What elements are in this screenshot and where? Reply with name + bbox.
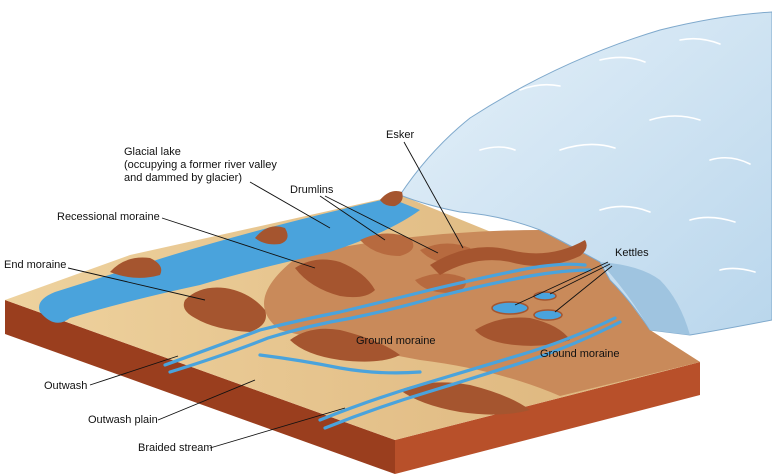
ice-front-shadow — [600, 262, 690, 335]
leader-lines — [67, 141, 613, 449]
ground-moraine-zone — [264, 230, 700, 396]
label-esker: Esker — [386, 129, 414, 141]
leader-esker — [403, 141, 464, 249]
lakeside-moraine-mid — [255, 226, 288, 245]
drumlin-1 — [360, 233, 414, 256]
moraine-ridge-right — [475, 317, 570, 346]
end-moraine-ridge — [183, 287, 266, 332]
glacier-ice — [399, 11, 772, 336]
label-braided-stream: Braided stream — [138, 442, 213, 454]
block-right-face — [395, 362, 700, 474]
label-ground-moraine-right: Ground moraine — [540, 348, 620, 360]
leader-outwash — [89, 355, 179, 386]
ice-crevasses — [479, 37, 756, 273]
braided-streams — [163, 262, 622, 430]
label-outwash-plain: Outwash plain — [88, 414, 158, 426]
leader-kettles-1 — [514, 261, 609, 306]
leader-recessional-moraine — [161, 217, 316, 269]
glacial-lake — [39, 198, 420, 323]
leader-glacial-lake — [249, 181, 331, 229]
label-outwash: Outwash — [44, 380, 87, 392]
leader-end-moraine — [67, 267, 206, 301]
label-ground-moraine-center: Ground moraine — [356, 335, 436, 347]
leader-kettles-2 — [549, 263, 611, 295]
label-kettles: Kettles — [615, 247, 649, 259]
leader-braided-stream — [209, 407, 346, 449]
lakeside-moraine-tip — [380, 191, 403, 207]
label-glacial-lake-line1: Glacial lake — [124, 146, 181, 158]
kettle-1 — [491, 301, 529, 315]
label-recessional-moraine: Recessional moraine — [57, 211, 160, 223]
esker-ridge — [430, 240, 587, 275]
leader-outwash-plain — [157, 379, 256, 421]
block-front-face — [5, 300, 395, 474]
leader-drumlins-2 — [324, 195, 439, 254]
label-glacial-lake-line3: and dammed by glacier) — [124, 172, 242, 184]
moraine-ridge-center — [290, 328, 400, 362]
leader-kettles-3 — [554, 265, 613, 313]
kettle-3 — [533, 309, 563, 321]
lakeside-moraine-left — [110, 257, 162, 278]
kettle-2 — [533, 291, 557, 301]
label-glacial-lake-line2: (occupying a former river valley — [124, 159, 277, 171]
drumlin-3 — [415, 273, 466, 293]
label-end-moraine: End moraine — [4, 259, 66, 271]
label-drumlins: Drumlins — [290, 184, 334, 196]
kettle-ponds — [491, 291, 563, 321]
recessional-moraine-ridge — [295, 259, 375, 298]
leader-drumlins-1 — [319, 195, 386, 241]
